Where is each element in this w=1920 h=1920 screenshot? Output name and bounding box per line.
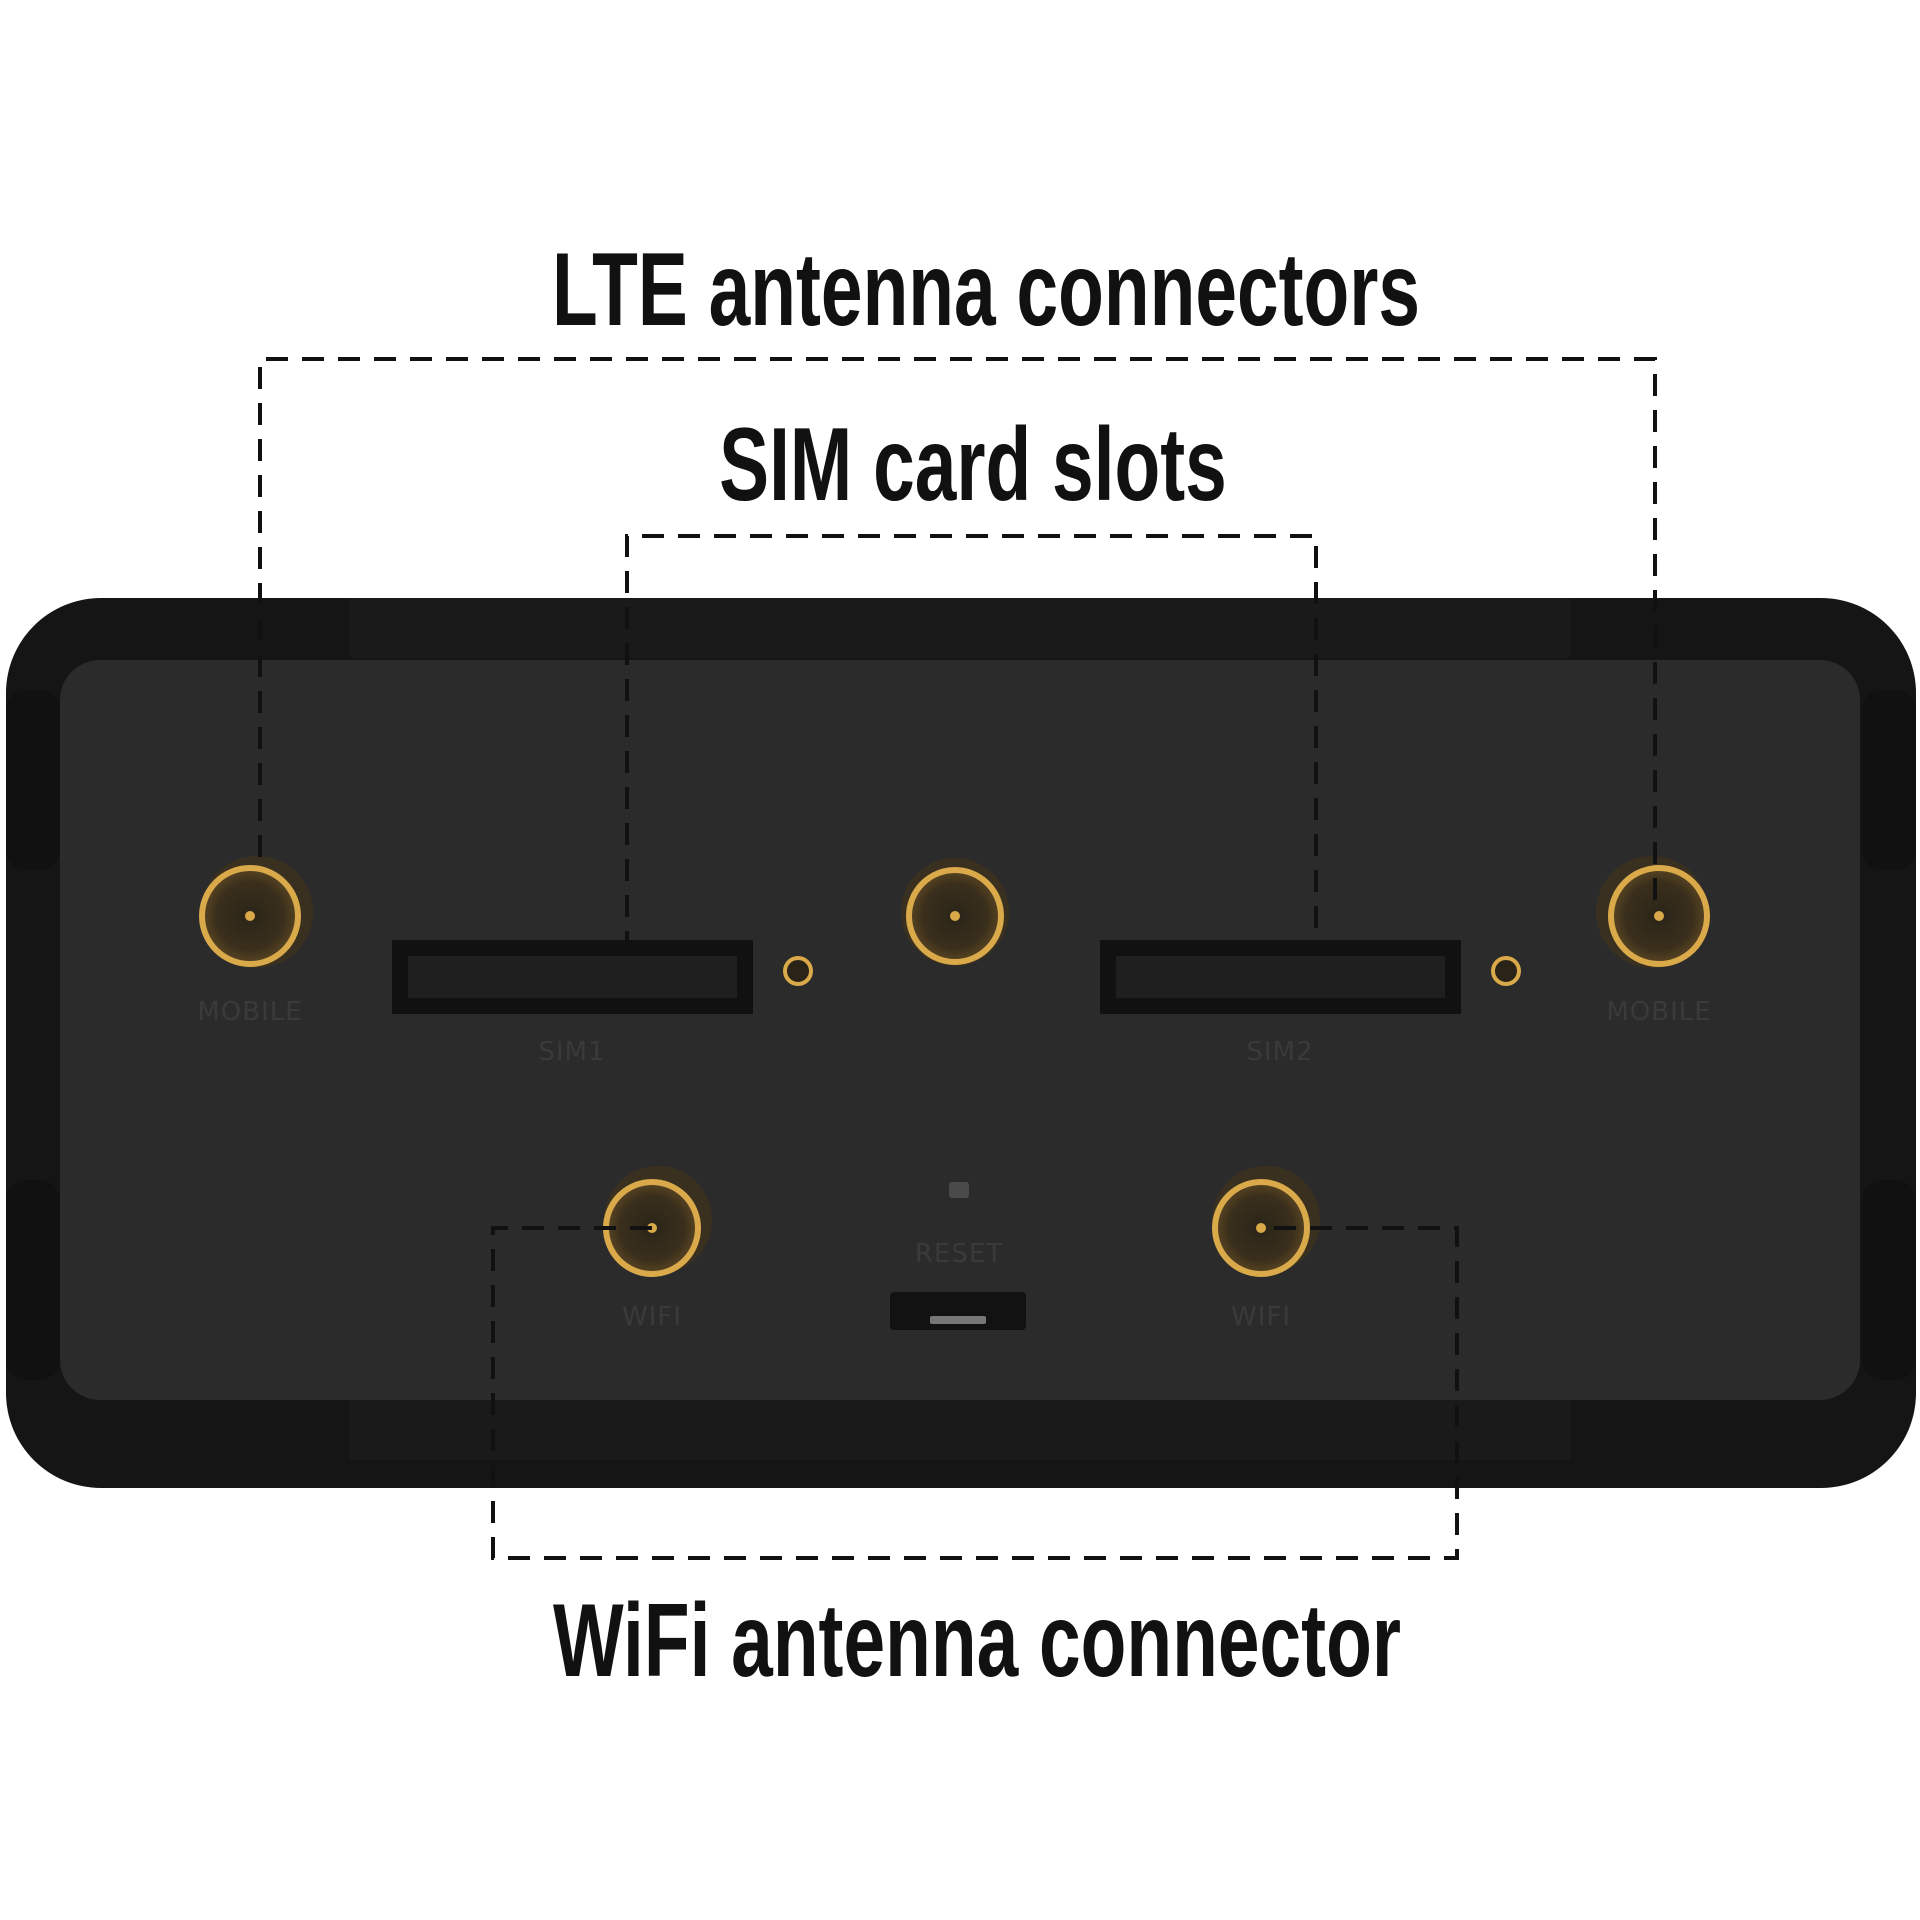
sim-callout-bracket xyxy=(625,534,1318,953)
micro-usb-port[interactable] xyxy=(890,1292,1026,1330)
lte-connector-center xyxy=(901,858,1009,966)
reset-button[interactable] xyxy=(949,1182,969,1198)
lte-connector-right xyxy=(1596,856,1710,968)
label-wifi-left: WIFI xyxy=(622,1302,682,1332)
lte-connector-left xyxy=(199,856,313,968)
wifi-callout-label: WiFi antenna connector xyxy=(553,1583,1401,1699)
label-wifi-right: WIFI xyxy=(1231,1302,1291,1332)
label-reset: RESET xyxy=(915,1239,1003,1269)
wifi-connector-left xyxy=(603,1166,712,1277)
label-mobile-left: MOBILE xyxy=(197,997,302,1027)
sim-slot-1[interactable] xyxy=(392,940,753,1014)
sim1-led-icon xyxy=(783,956,813,986)
wifi-callout-bracket xyxy=(491,1226,1459,1560)
wifi-connector-right xyxy=(1212,1166,1320,1277)
label-sim1: SIM1 xyxy=(538,1037,605,1067)
label-sim2: SIM2 xyxy=(1246,1037,1313,1067)
sim-slot-2[interactable] xyxy=(1100,940,1461,1014)
sim-callout-label: SIM card slots xyxy=(719,407,1227,523)
lte-callout-label: LTE antenna connectors xyxy=(552,232,1420,348)
sim2-led-icon xyxy=(1491,956,1521,986)
label-mobile-right: MOBILE xyxy=(1606,997,1711,1027)
lte-callout-bracket xyxy=(258,357,1657,900)
router-body xyxy=(6,598,1916,1488)
